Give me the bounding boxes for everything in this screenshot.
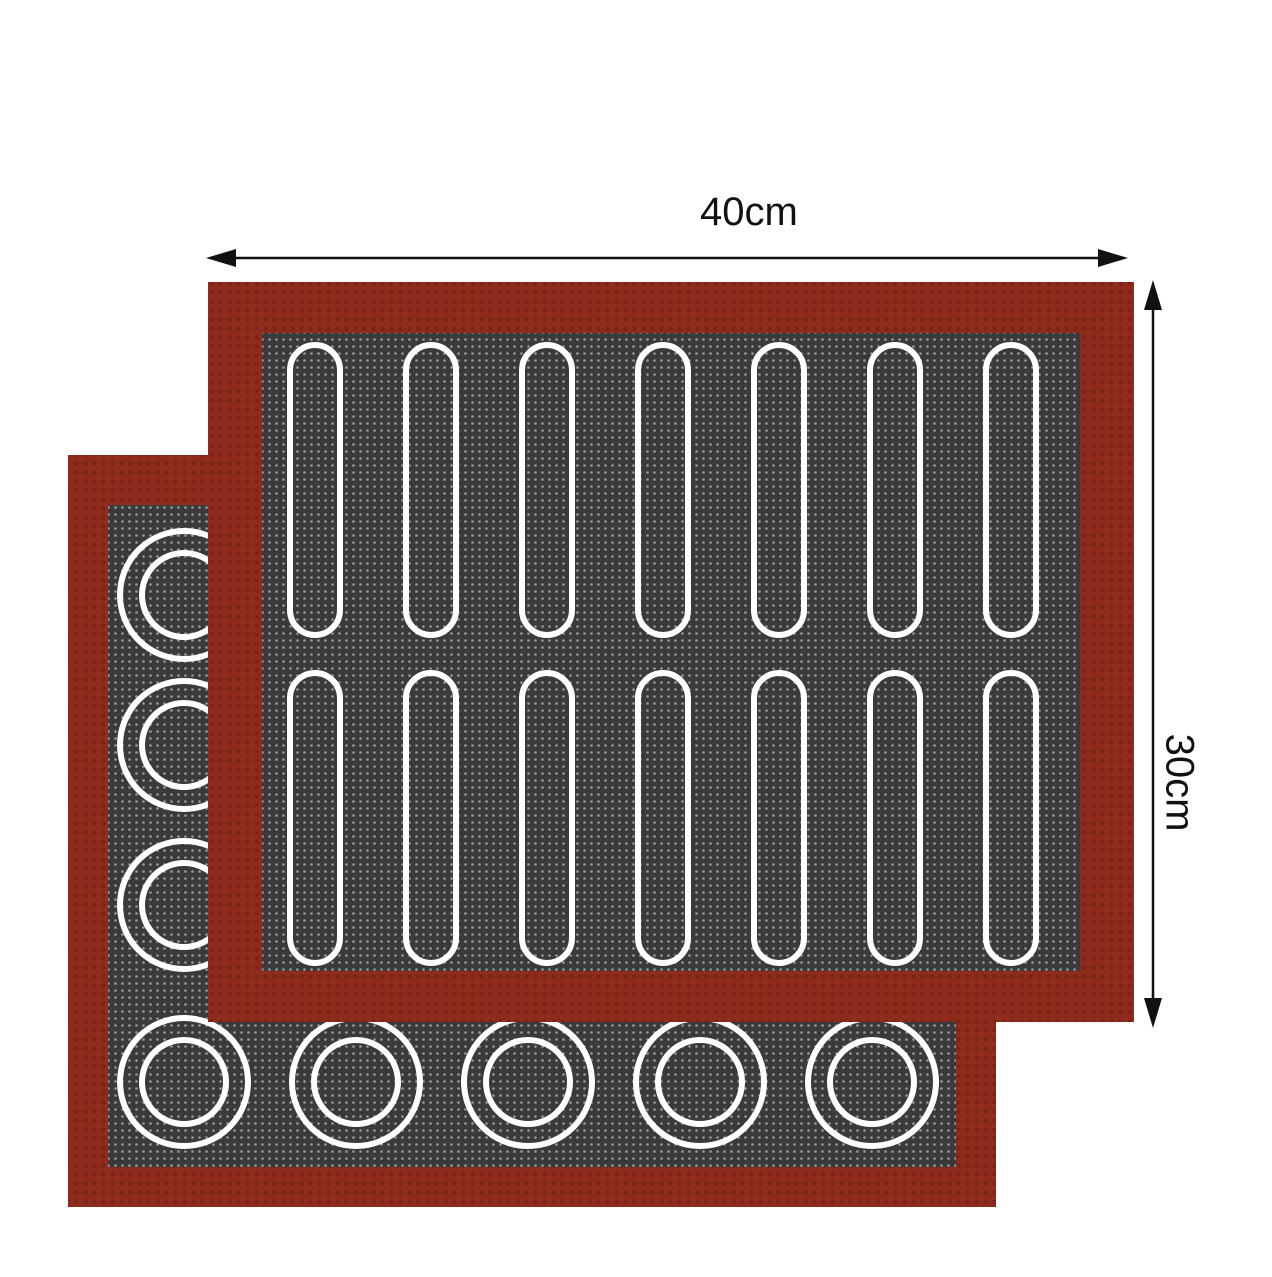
ring-outline bbox=[655, 1037, 745, 1127]
oval-outline bbox=[751, 670, 807, 966]
height-arrow-top-head bbox=[1144, 280, 1162, 310]
ring-outline bbox=[311, 1037, 401, 1127]
front-mat-surface bbox=[262, 333, 1080, 971]
oval-outline bbox=[287, 670, 343, 966]
oval-outline bbox=[983, 670, 1039, 966]
oval-outline bbox=[635, 342, 691, 638]
width-arrow-left-head bbox=[206, 249, 236, 267]
height-label: 30cm bbox=[1157, 733, 1202, 832]
ring-outline bbox=[117, 1015, 251, 1149]
oval-outline bbox=[867, 670, 923, 966]
width-arrow-right-head bbox=[1098, 249, 1128, 267]
oval-outline bbox=[403, 342, 459, 638]
oval-outline bbox=[287, 342, 343, 638]
height-arrow bbox=[1144, 280, 1162, 1028]
ring-outline bbox=[827, 1037, 917, 1127]
width-label: 40cm bbox=[700, 190, 798, 234]
ring-outline bbox=[483, 1037, 573, 1127]
oval-outline bbox=[519, 342, 575, 638]
oval-outline bbox=[635, 670, 691, 966]
front-mat-ovals bbox=[287, 342, 1039, 966]
width-arrow bbox=[206, 249, 1128, 267]
oval-outline bbox=[519, 670, 575, 966]
oval-outline bbox=[867, 342, 923, 638]
oval-outline bbox=[751, 342, 807, 638]
front-baking-mat bbox=[208, 282, 1134, 1022]
height-arrow-bottom-head bbox=[1144, 998, 1162, 1028]
ring-outline bbox=[139, 1037, 229, 1127]
oval-outline bbox=[403, 670, 459, 966]
oval-outline bbox=[983, 342, 1039, 638]
